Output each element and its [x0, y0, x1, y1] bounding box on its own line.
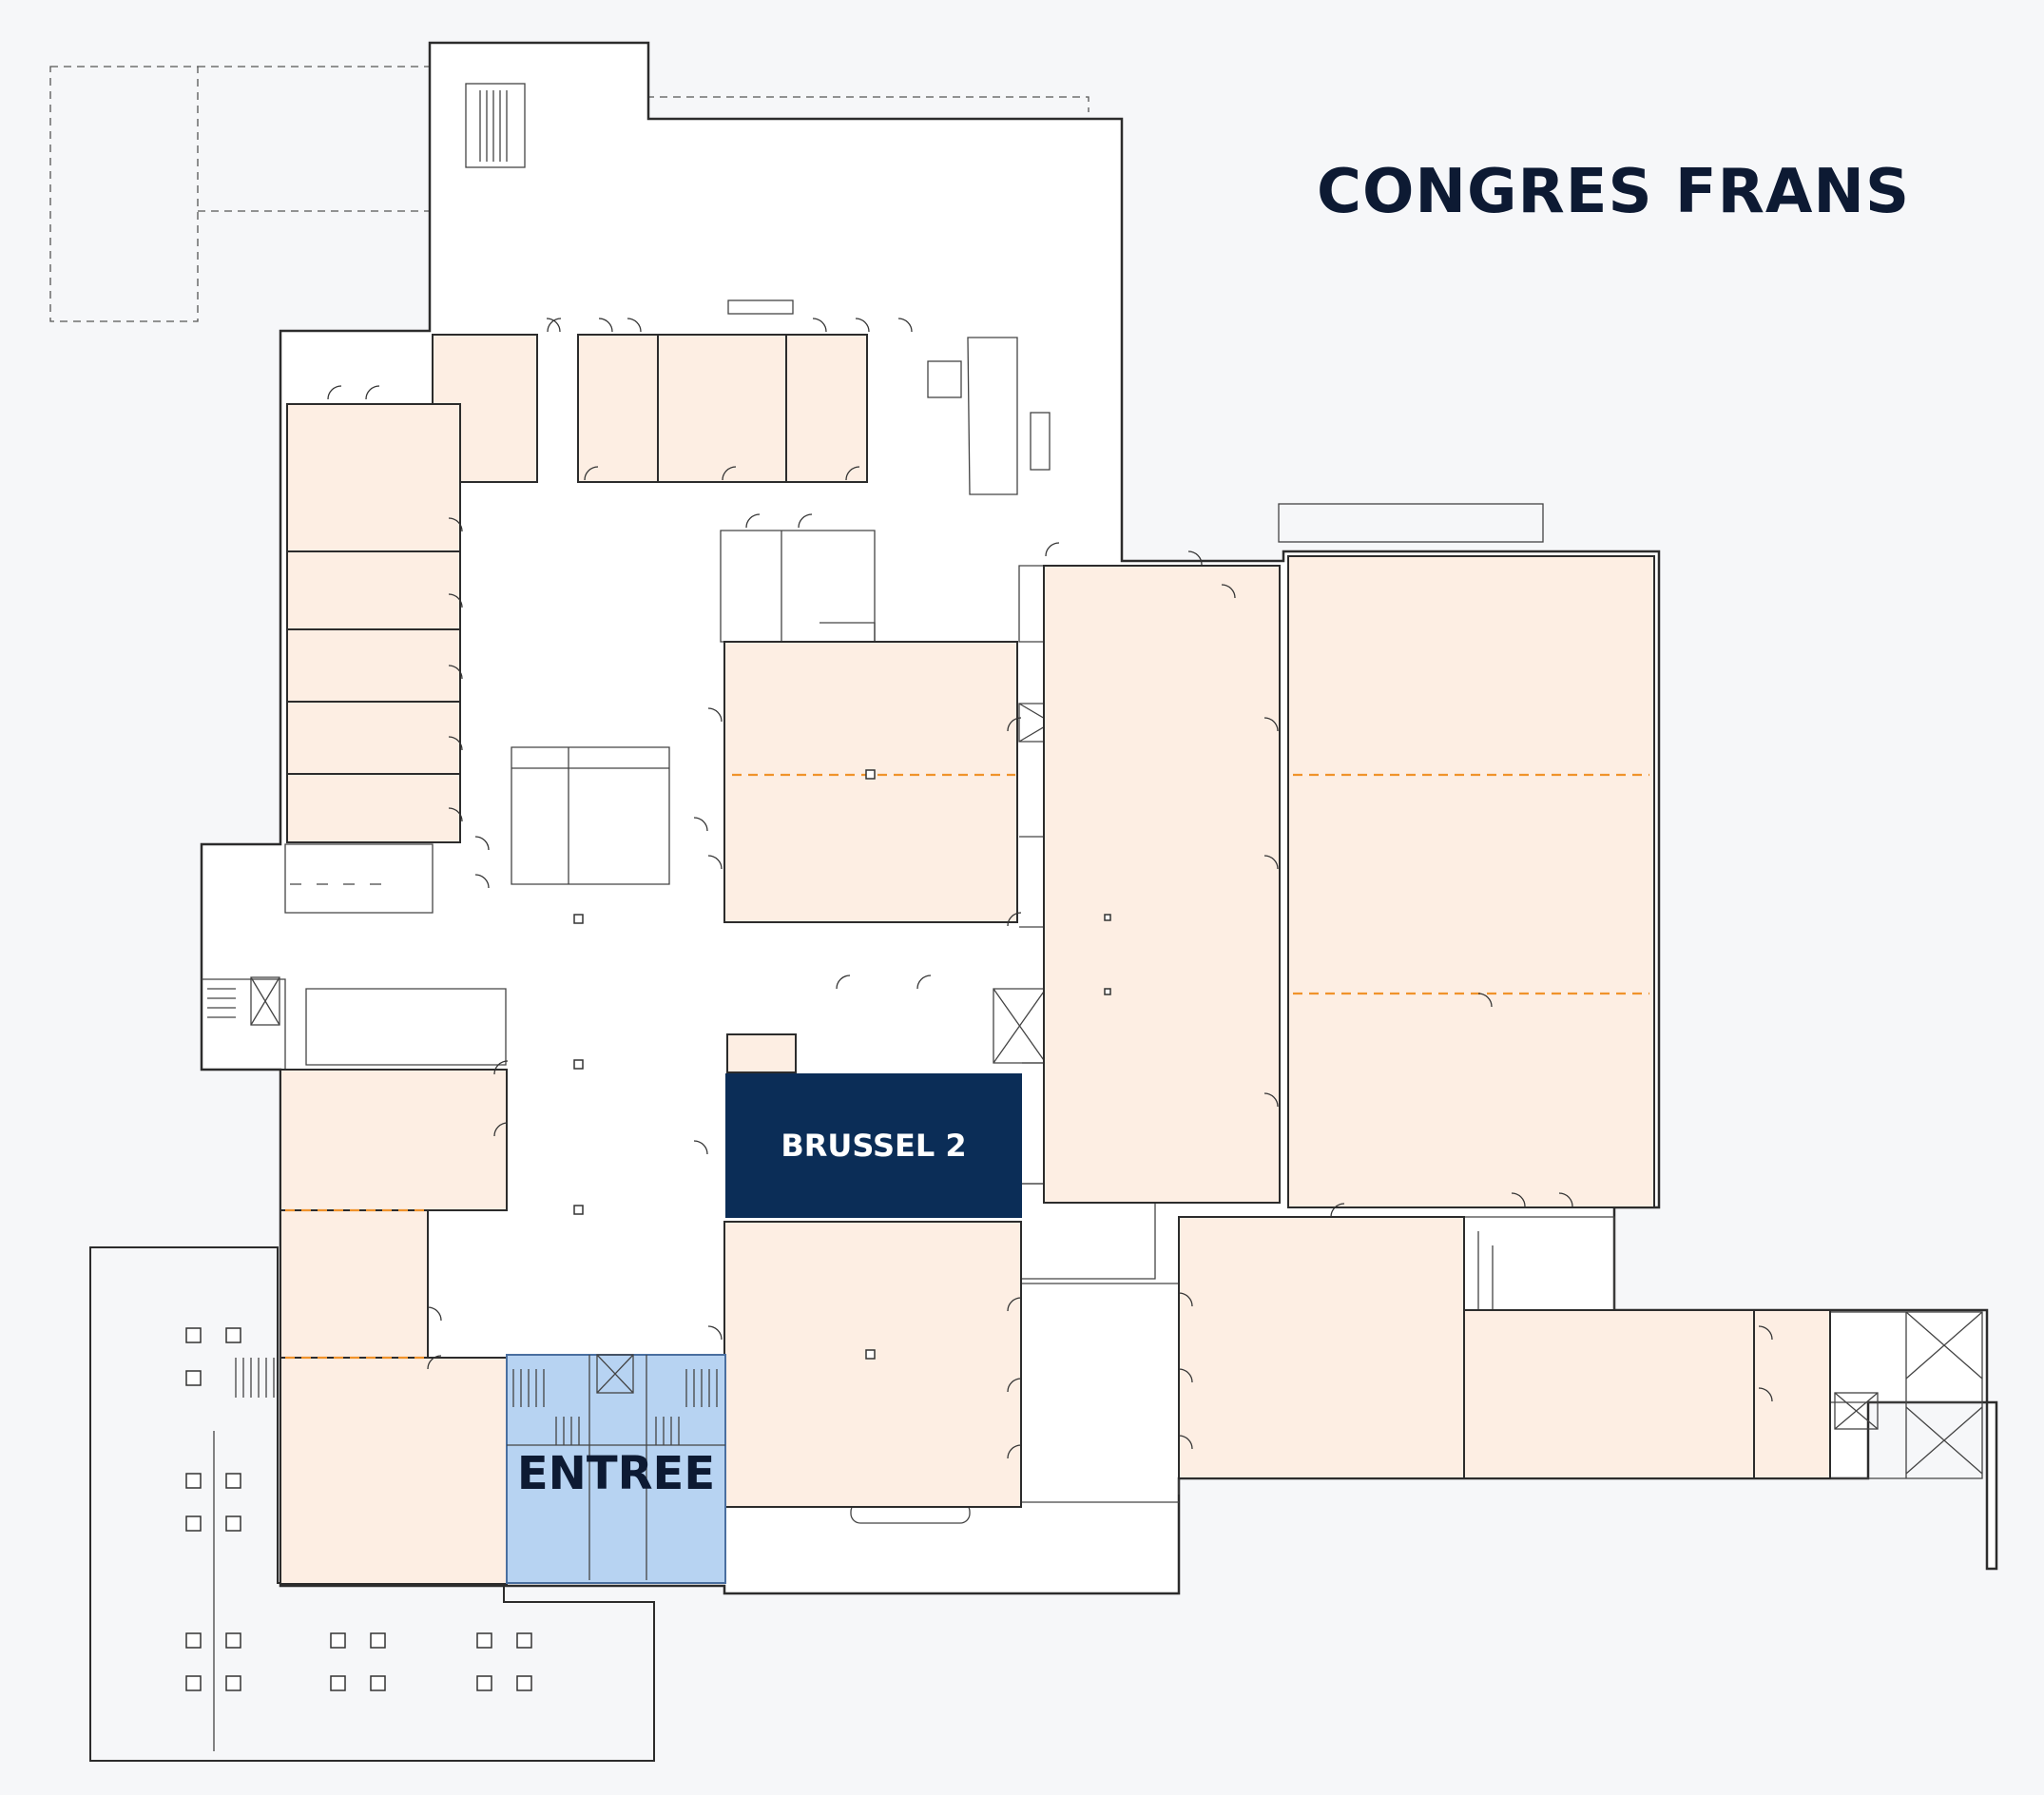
map-title: CONGRES FRANS [1317, 157, 1911, 227]
room-brussel-2[interactable] [725, 1073, 1022, 1218]
meeting-rooms [280, 334, 1831, 1585]
terrace-outline [49, 66, 1089, 322]
room-label-brussel-2: BRUSSEL 2 [781, 1128, 967, 1164]
movable-walls [285, 773, 1649, 1360]
room-label-entree: ENTREE [516, 1447, 716, 1500]
doors [327, 318, 1773, 1459]
parking-area [89, 1246, 655, 1762]
entrance-area[interactable] [506, 1354, 726, 1584]
columns [573, 769, 1111, 1360]
